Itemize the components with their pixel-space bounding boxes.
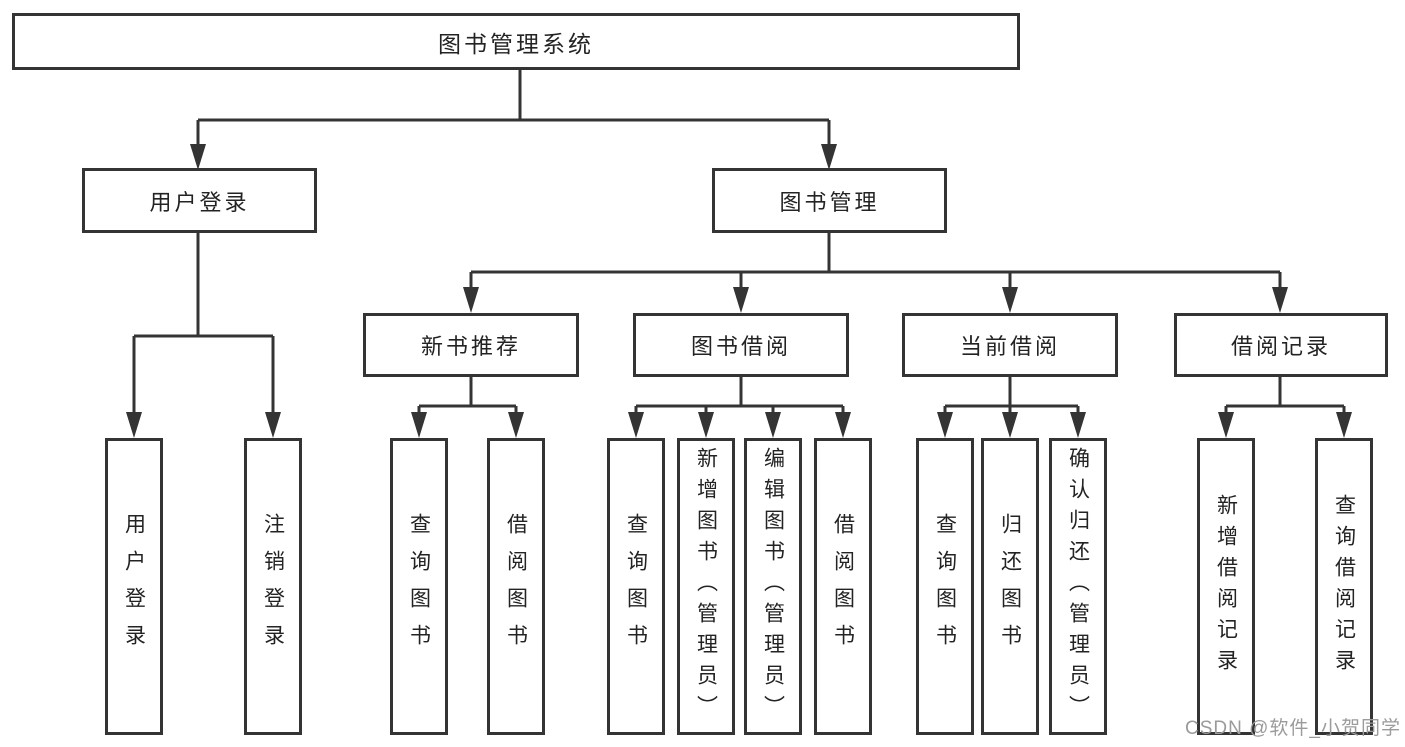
node-user-login: 用户登录 <box>82 168 317 233</box>
connector-user-login-to-leaves <box>132 231 275 418</box>
connector-root-to-level2 <box>196 68 831 150</box>
arrow-down-icon <box>463 287 479 313</box>
node-current-borrow: 当前借阅 <box>902 313 1118 377</box>
leaf-borrow-books-recommend: 借阅图书 <box>487 438 545 735</box>
arrow-down-icon <box>1272 287 1288 313</box>
node-new-book-recommend: 新书推荐 <box>363 313 579 377</box>
arrow-down-icon <box>1218 412 1234 438</box>
leaf-query-books-recommend: 查询图书 <box>390 438 448 735</box>
arrowhead-icons <box>126 144 1352 438</box>
arrow-down-icon <box>835 412 851 438</box>
leaf-borrow-books: 借阅图书 <box>814 438 872 735</box>
leaf-confirm-return-admin: 确认归还（管理员） <box>1049 438 1107 735</box>
arrow-down-icon <box>765 412 781 438</box>
arrow-down-icon <box>1070 412 1086 438</box>
arrow-down-icon <box>937 412 953 438</box>
leaf-user-login: 用户登录 <box>105 438 163 735</box>
connector-borrow-records-to-leaves <box>1224 375 1346 418</box>
arrow-down-icon <box>411 412 427 438</box>
arrow-down-icon <box>190 144 206 170</box>
node-book-borrow: 图书借阅 <box>633 313 849 377</box>
leaf-query-books-borrow: 查询图书 <box>607 438 665 735</box>
arrow-down-icon <box>821 144 837 170</box>
leaf-return-book: 归还图书 <box>981 438 1039 735</box>
node-borrow-records: 借阅记录 <box>1174 313 1388 377</box>
connector-current-borrow-to-leaves <box>943 375 1080 418</box>
arrow-down-icon <box>698 412 714 438</box>
connector-book-borrow-to-leaves <box>634 375 845 418</box>
connector-new-book-to-leaves <box>417 375 518 418</box>
leaf-add-borrow-record: 新增借阅记录 <box>1197 438 1255 735</box>
leaf-query-books-current: 查询图书 <box>916 438 974 735</box>
leaf-logout: 注销登录 <box>244 438 302 735</box>
arrow-down-icon <box>265 412 281 438</box>
connector-book-management-to-level3 <box>469 231 1282 293</box>
arrow-down-icon <box>628 412 644 438</box>
arrow-down-icon <box>1002 287 1018 313</box>
leaf-query-borrow-record: 查询借阅记录 <box>1315 438 1373 735</box>
arrow-down-icon <box>1336 412 1352 438</box>
arrow-down-icon <box>126 412 142 438</box>
node-book-management: 图书管理 <box>712 168 947 233</box>
arrow-down-icon <box>508 412 524 438</box>
leaf-add-book-admin: 新增图书（管理员） <box>677 438 735 735</box>
csdn-watermark: CSDN @软件_小贺同学 <box>1185 718 1401 739</box>
leaf-edit-book-admin: 编辑图书（管理员） <box>744 438 802 735</box>
node-root-system: 图书管理系统 <box>12 13 1020 70</box>
arrow-down-icon <box>733 287 749 313</box>
arrow-down-icon <box>1002 412 1018 438</box>
